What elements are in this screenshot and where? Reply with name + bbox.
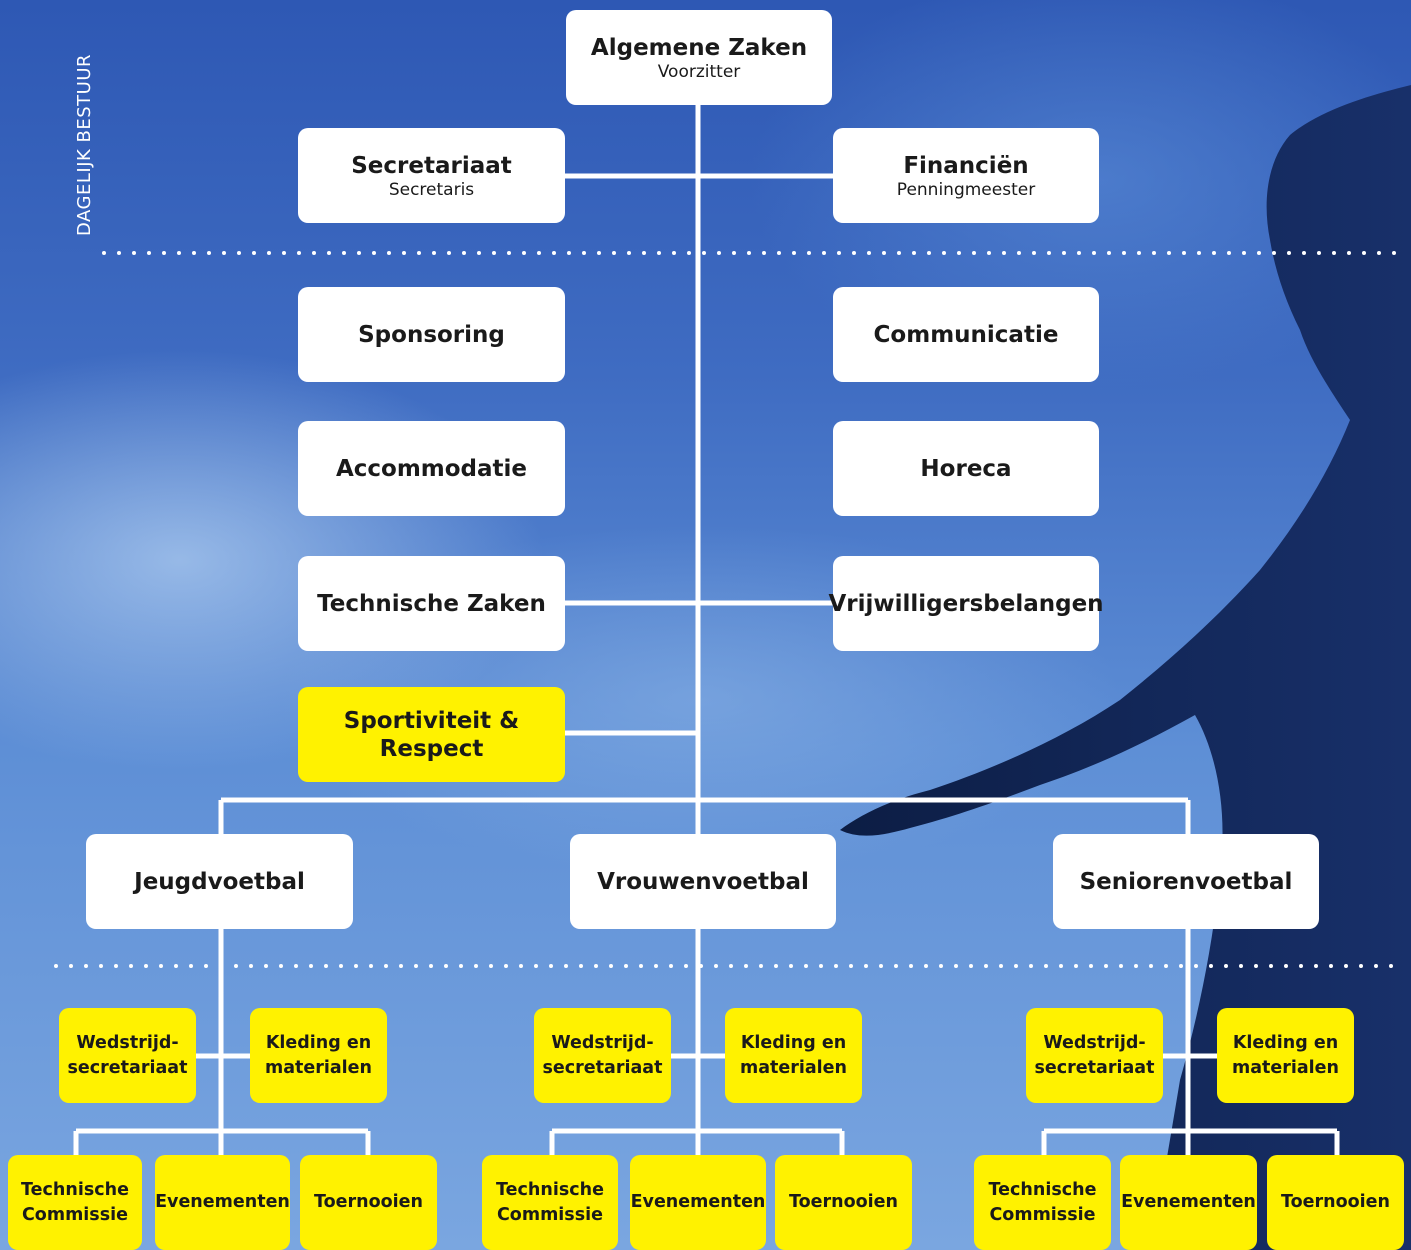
node-accommodatie: Accommodatie bbox=[298, 421, 565, 516]
node-wedstrijdsecretariaat: Wedstrijd-secretariaat bbox=[1026, 1008, 1163, 1103]
node-title: Secretariaat bbox=[351, 152, 512, 179]
node-technische-commissie: Technische Commissie bbox=[482, 1155, 618, 1250]
node-title: Evenementen bbox=[155, 1192, 290, 1212]
node-title: Kleding en materialen bbox=[739, 1032, 848, 1078]
node-subtitle: Penningmeester bbox=[896, 179, 1036, 200]
node-subtitle: Voorzitter bbox=[657, 61, 741, 82]
node-title: Accommodatie bbox=[335, 455, 528, 482]
node-toernooien: Toernooien bbox=[300, 1155, 437, 1250]
node-vrijwilligersbelangen: Vrijwilligersbelangen bbox=[828, 556, 1104, 651]
node-communicatie: Communicatie bbox=[833, 287, 1099, 382]
node-title: Toernooien bbox=[1281, 1192, 1390, 1212]
node-kleding-materialen: Kleding en materialen bbox=[250, 1008, 387, 1103]
node-technische-commissie: Technische Commissie bbox=[8, 1155, 142, 1250]
node-subtitle: Secretaris bbox=[388, 179, 475, 200]
node-title: Sponsoring bbox=[358, 321, 505, 348]
node-title: Wedstrijd-secretariaat bbox=[542, 1032, 663, 1078]
node-title: Technische Commissie bbox=[496, 1179, 604, 1225]
node-title: Sportiviteit & Respect bbox=[343, 707, 520, 762]
node-evenementen: Evenementen bbox=[155, 1155, 290, 1250]
node-toernooien: Toernooien bbox=[775, 1155, 912, 1250]
node-title: Toernooien bbox=[314, 1192, 423, 1212]
node-title: Vrouwenvoetbal bbox=[597, 868, 809, 895]
node-title: Wedstrijd-secretariaat bbox=[67, 1032, 188, 1078]
node-title: Toernooien bbox=[789, 1192, 898, 1212]
node-title: Seniorenvoetbal bbox=[1079, 868, 1293, 895]
node-kleding-materialen: Kleding en materialen bbox=[1217, 1008, 1354, 1103]
node-title: Technische Commissie bbox=[988, 1179, 1097, 1225]
node-title: Communicatie bbox=[873, 321, 1059, 348]
node-evenementen: Evenementen bbox=[630, 1155, 766, 1250]
node-title: Technische Commissie bbox=[21, 1179, 129, 1225]
node-title: Kleding en materialen bbox=[264, 1032, 373, 1078]
node-wedstrijdsecretariaat: Wedstrijd-secretariaat bbox=[59, 1008, 196, 1103]
node-kleding-materialen: Kleding en materialen bbox=[725, 1008, 862, 1103]
node-financien: Financiën Penningmeester bbox=[833, 128, 1099, 223]
node-secretariaat: Secretariaat Secretaris bbox=[298, 128, 565, 223]
node-jeugdvoetbal: Jeugdvoetbal bbox=[86, 834, 353, 929]
node-title: Vrijwilligersbelangen bbox=[828, 590, 1104, 617]
section-label-dagelijk-bestuur: DAGELIJK BESTUUR bbox=[74, 53, 95, 236]
node-technische-zaken: Technische Zaken bbox=[298, 556, 565, 651]
node-title: Evenementen bbox=[1121, 1192, 1256, 1212]
node-title: Wedstrijd-secretariaat bbox=[1034, 1032, 1155, 1078]
node-seniorenvoetbal: Seniorenvoetbal bbox=[1053, 834, 1319, 929]
node-vrouwenvoetbal: Vrouwenvoetbal bbox=[570, 834, 836, 929]
node-title: Evenementen bbox=[630, 1192, 766, 1212]
node-title: Kleding en materialen bbox=[1231, 1032, 1340, 1078]
node-technische-commissie: Technische Commissie bbox=[974, 1155, 1111, 1250]
node-algemene-zaken: Algemene Zaken Voorzitter bbox=[566, 10, 832, 105]
node-evenementen: Evenementen bbox=[1120, 1155, 1257, 1250]
node-title: Technische Zaken bbox=[317, 590, 546, 617]
node-sportiviteit-respect: Sportiviteit & Respect bbox=[298, 687, 565, 782]
node-wedstrijdsecretariaat: Wedstrijd-secretariaat bbox=[534, 1008, 671, 1103]
node-horeca: Horeca bbox=[833, 421, 1099, 516]
node-title: Horeca bbox=[920, 455, 1012, 482]
node-toernooien: Toernooien bbox=[1267, 1155, 1404, 1250]
node-title: Algemene Zaken bbox=[590, 34, 808, 61]
node-title: Jeugdvoetbal bbox=[134, 868, 305, 895]
node-sponsoring: Sponsoring bbox=[298, 287, 565, 382]
node-title: Financiën bbox=[903, 152, 1029, 179]
